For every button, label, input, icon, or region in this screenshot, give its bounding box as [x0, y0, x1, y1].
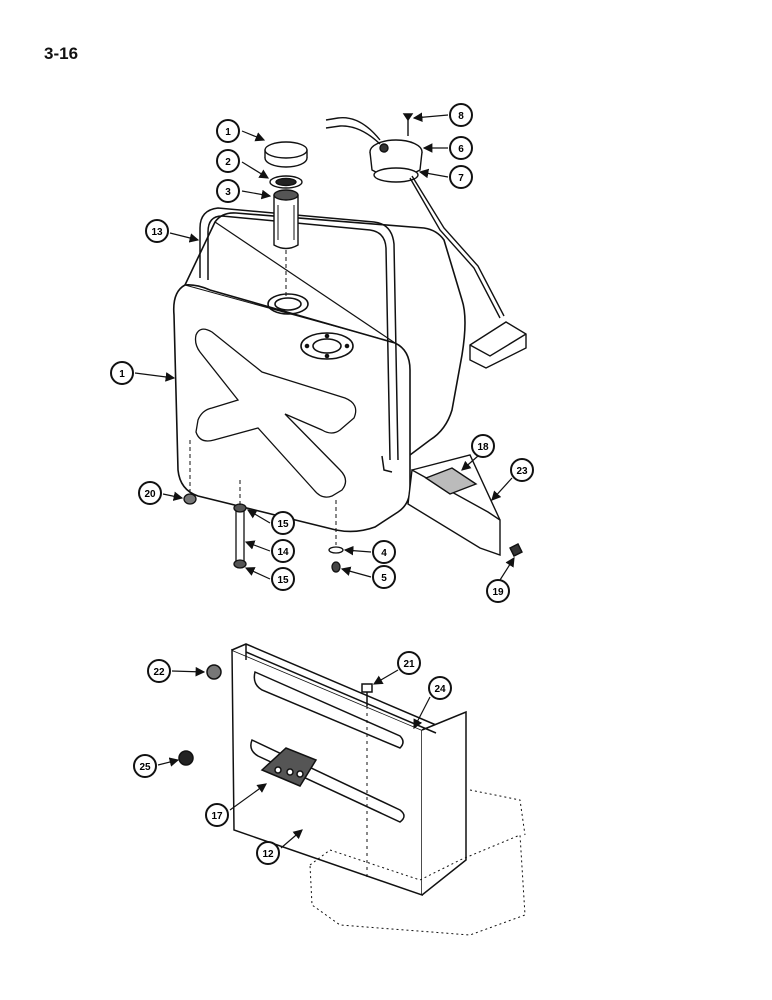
callout-7: 6	[422, 136, 473, 160]
callout-19: 19	[486, 556, 515, 603]
callout-1: 1	[110, 361, 176, 385]
fuel-tank	[172, 212, 466, 533]
callout-6: 1	[216, 119, 266, 143]
callout-label-17: 17	[211, 811, 223, 822]
callout-23: 24	[413, 676, 452, 730]
callout-4: 4	[343, 540, 396, 564]
callout-label-2: 2	[225, 157, 231, 168]
filler-cap-assembly	[264, 141, 308, 298]
callout-label-15-b: 15	[277, 575, 289, 586]
drain-fittings	[183, 440, 344, 573]
page-number: 3-16	[44, 44, 79, 63]
callout-5: 5	[340, 565, 396, 589]
callout-3: 3	[216, 179, 272, 203]
callout-label-19: 19	[492, 587, 504, 598]
mounting-platform	[178, 643, 526, 936]
callout-label-14: 14	[277, 547, 289, 558]
callout-label-8: 7	[458, 173, 464, 184]
callout-label-22: 22	[153, 667, 165, 678]
fuel-sender	[325, 113, 527, 369]
callout-label-24: 23	[516, 466, 528, 477]
callout-2: 2	[216, 149, 270, 179]
callout-label-20: 21	[403, 659, 415, 670]
support-rail	[407, 454, 523, 557]
callout-label-18: 18	[477, 442, 489, 453]
callout-13: 13	[145, 219, 200, 243]
callout-label-6: 1	[225, 127, 231, 138]
callout-24: 23	[491, 458, 534, 501]
callout-12: 12	[256, 829, 303, 865]
callout-18: 18	[461, 434, 495, 471]
callout-label-9: 8	[458, 111, 464, 122]
callout-label-15: 15	[277, 519, 289, 530]
callout-21: 20	[138, 481, 184, 505]
callout-label-23: 24	[434, 684, 446, 695]
callout-label-3: 3	[225, 187, 231, 198]
callout-15b: 15	[244, 567, 295, 591]
callout-label-21: 20	[144, 489, 156, 500]
callout-label-7: 6	[458, 144, 464, 155]
callout-25: 25	[133, 754, 180, 778]
callout-label-1: 1	[119, 369, 125, 380]
callout-15a: 15	[246, 509, 295, 535]
tank-strap	[199, 207, 399, 473]
callout-14: 14	[244, 539, 295, 563]
callout-17: 17	[205, 783, 267, 827]
callout-22: 22	[147, 659, 206, 683]
callout-label-5: 5	[381, 573, 387, 584]
callout-label-4: 4	[381, 548, 387, 559]
callout-label-13: 13	[151, 227, 163, 238]
callout-label-25: 25	[139, 762, 151, 773]
callout-8: 7	[418, 165, 473, 189]
callout-label-12: 12	[262, 849, 274, 860]
callout-9: 8	[412, 103, 473, 127]
callout-20: 21	[372, 651, 421, 685]
